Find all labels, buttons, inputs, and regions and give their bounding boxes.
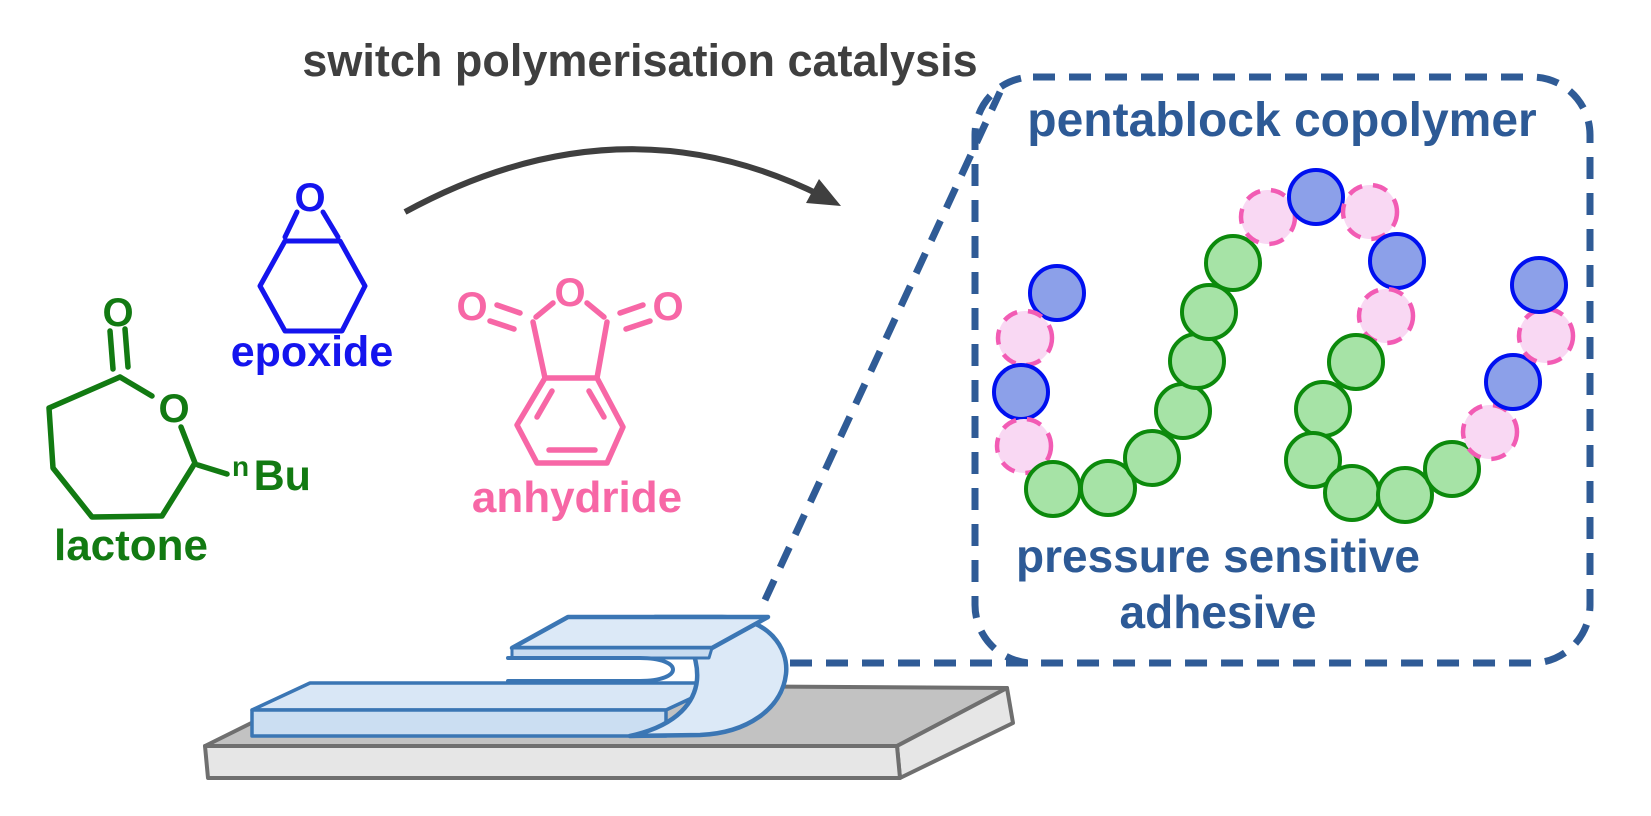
lactone-structure [46,326,230,520]
monomer-bead-green [1154,382,1212,440]
epoxide-oxygen: O [294,176,325,220]
monomer-bead-green [1376,466,1434,524]
epoxide-label: epoxide [231,328,394,376]
title-text: switch polymerisation catalysis [302,35,977,86]
monomer-bead-pink [1460,402,1520,462]
monomer-bead-green [1327,333,1385,391]
arrowhead [806,179,841,206]
monomer-bead-blue [1028,264,1086,322]
monomer-bead-pink [1238,187,1298,247]
substrate-front-face [203,744,902,780]
psa-caption-line2: adhesive [1120,586,1317,638]
anhydride-oxygen-right: O [652,285,683,329]
monomer-bead-blue [992,363,1050,421]
monomer-bead-blue [1287,168,1345,226]
monomer-bead-green [1204,234,1262,292]
anhydride-oxygen-left: O [456,285,487,329]
zoom-connector-top [761,90,1004,602]
monomer-bead-blue [1484,353,1542,411]
adhesive-tape [250,614,789,739]
tape-outer-fold [627,614,789,739]
anhydride-structure [487,300,653,466]
tape-bottom-strip-front [250,708,668,738]
tape-top-flap-edge [510,646,714,660]
tape-inner-fold [506,656,675,683]
monomer-bead-green [1024,460,1082,518]
monomer-bead-blue [1368,232,1426,290]
monomer-bead-green [1168,332,1226,390]
lactone-substituent: n Bu [232,451,311,500]
reaction-arrow [403,146,841,215]
monomer-bead-blue [1510,256,1568,314]
tape-bottom-strip-top [250,681,726,712]
monomer-bead-pink [995,308,1055,368]
monomer-bead-green [1079,459,1137,517]
monomer-bead-green [1284,431,1342,489]
anhydride-label: anhydride [472,473,682,522]
monomer-bead-green [1294,380,1352,438]
monomer-bead-pink [1340,182,1400,242]
polymer-chain [992,168,1576,524]
benzene-ring [514,375,626,466]
lactone-label: lactone [54,521,208,570]
anhydride-oxygen-top: O [554,271,585,315]
lactone-ring [46,374,198,520]
epoxide-ring [257,238,368,334]
monomer-bead-pink [1356,286,1416,346]
zoom-box [761,73,1594,667]
pentablock-title: pentablock copolymer [1027,94,1536,147]
monomer-bead-pink [1516,306,1576,366]
epoxide-structure [257,209,368,334]
monomer-bead-green [1323,464,1381,522]
psa-caption-line1: pressure sensitive [1016,530,1420,582]
monomer-bead-green [1423,440,1481,498]
monomer-bead-green [1123,429,1181,487]
monomer-bead-green [1180,283,1238,341]
lactone-ring-oxygen: O [158,387,189,431]
lactone-carbonyl-oxygen: O [102,291,133,335]
monomer-bead-pink [994,416,1054,476]
